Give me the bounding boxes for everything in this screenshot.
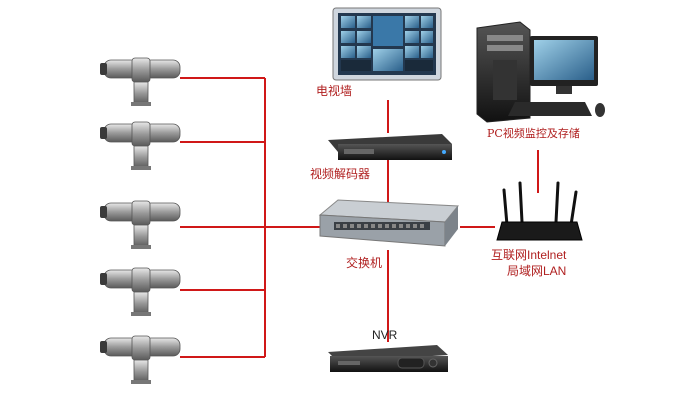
ptz-camera-icon bbox=[99, 335, 181, 385]
wifi-router-icon bbox=[496, 181, 583, 241]
video-wall-label: 电视墙 bbox=[316, 84, 353, 98]
video-decoder-icon bbox=[328, 134, 452, 160]
ptz-camera-icon bbox=[99, 200, 181, 250]
video-wall-icon bbox=[332, 7, 442, 81]
switch-label: 交换机 bbox=[346, 256, 383, 270]
pc-label: PC视频监控及存储 bbox=[487, 127, 580, 140]
pc-workstation-icon bbox=[476, 21, 605, 123]
ptz-camera-icon bbox=[99, 57, 181, 107]
decoder-label: 视频解码器 bbox=[310, 167, 371, 181]
nvr-label: NVR bbox=[372, 328, 398, 342]
ptz-camera-icon bbox=[99, 267, 181, 317]
lan-label: 局域网LAN bbox=[507, 264, 567, 278]
connection-lines bbox=[180, 77, 539, 358]
network-switch-icon bbox=[318, 199, 460, 247]
ptz-camera-icon bbox=[99, 121, 181, 171]
nvr-recorder-icon bbox=[328, 345, 448, 372]
internet-label: 互联网Intelnet bbox=[491, 248, 567, 262]
